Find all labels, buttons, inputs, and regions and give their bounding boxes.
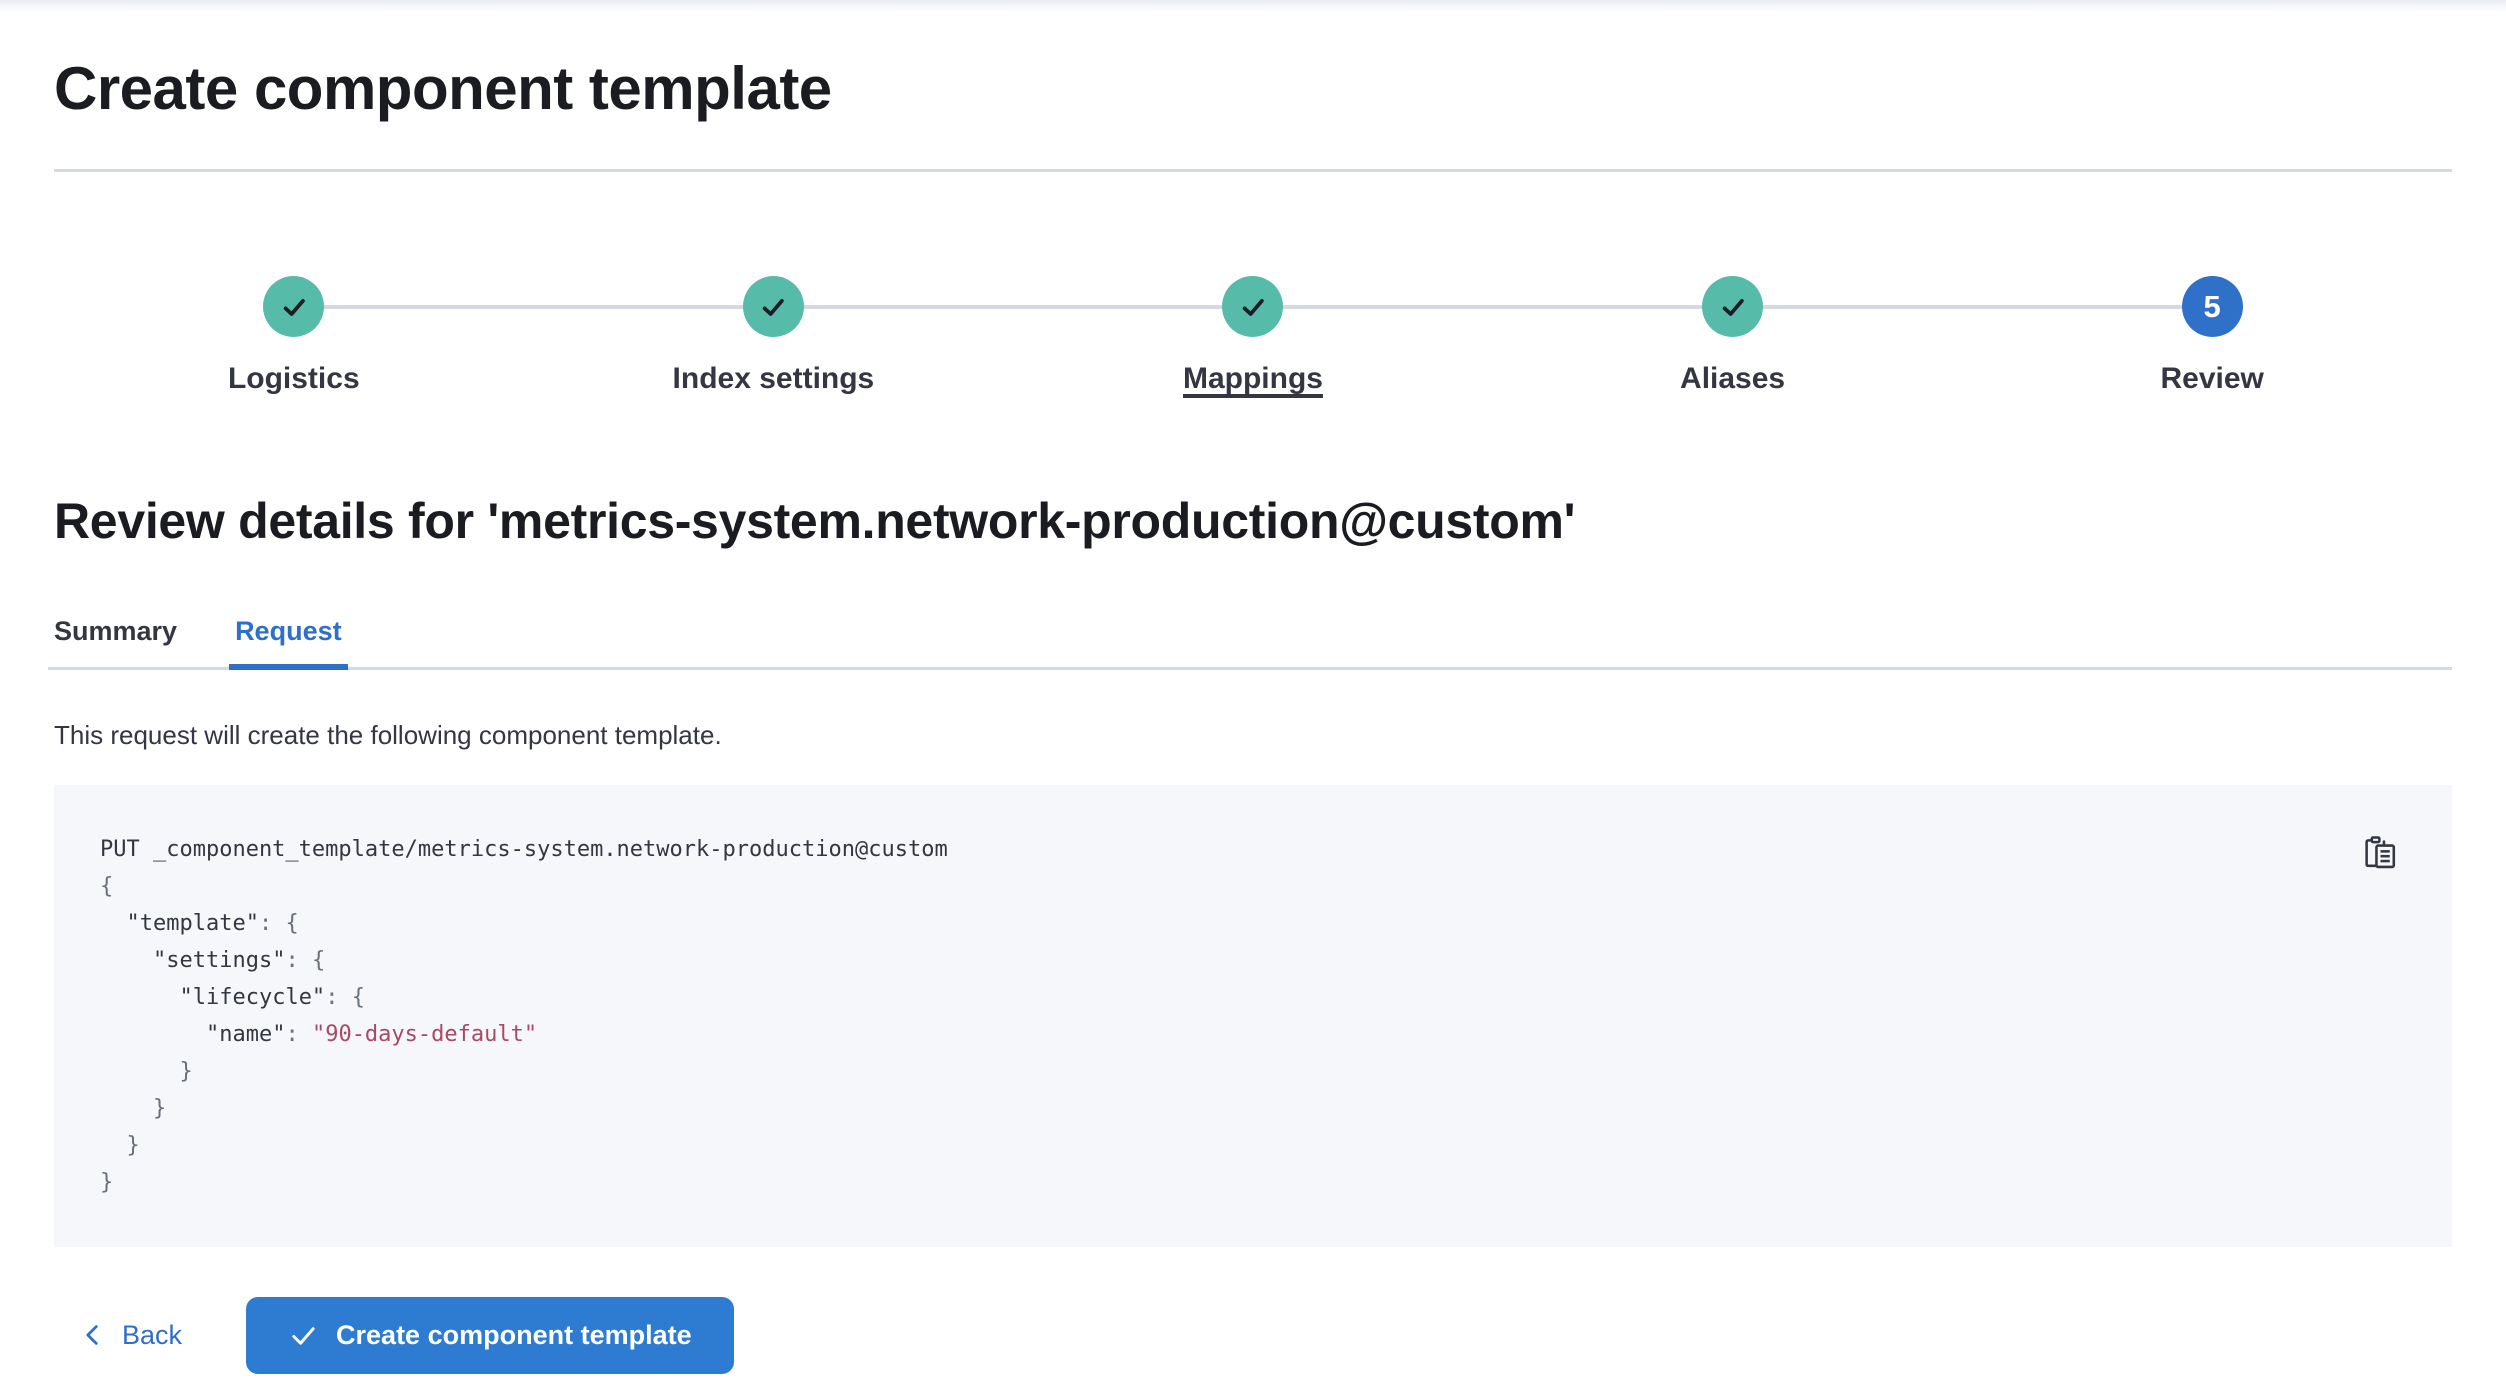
request-code: PUT _component_template/metrics-system.n… (100, 831, 2332, 1201)
review-tabs: Summary Request (48, 615, 2452, 670)
back-label: Back (122, 1319, 183, 1350)
tab-request[interactable]: Request (229, 615, 348, 670)
back-button[interactable]: Back (78, 1320, 182, 1351)
copy-to-clipboard-button[interactable] (2360, 833, 2400, 873)
create-component-template-button[interactable]: Create component template (246, 1296, 734, 1374)
step-logistics[interactable]: Logistics (54, 276, 534, 397)
page-title: Create component template (54, 55, 832, 122)
footer-actions: Back Create component template (54, 1296, 2452, 1374)
check-icon (292, 1327, 315, 1345)
step-label: Logistics (227, 362, 360, 395)
code-line: "lifecycle": { (179, 984, 365, 1010)
code-line: "template": { (126, 910, 299, 936)
step-aliases[interactable]: Aliases (1492, 276, 1973, 397)
code-line: { (100, 873, 114, 899)
title-divider (54, 169, 2452, 172)
step-number: 5 (2181, 276, 2243, 337)
tab-summary[interactable]: Summary (48, 615, 183, 670)
step-index-settings[interactable]: Index settings (533, 276, 1014, 397)
code-line: PUT _component_template/metrics-system.n… (100, 836, 948, 862)
create-component-template-page: Create component template Logistics Index… (0, 54, 2506, 1374)
step-label: Review (2160, 362, 2264, 395)
step-label: Aliases (1680, 362, 1786, 395)
request-code-block: PUT _component_template/metrics-system.n… (54, 784, 2452, 1247)
code-line: } (152, 1095, 167, 1121)
step-complete-check-icon (263, 276, 325, 337)
code-line: "name": "90-days-default" (205, 1021, 538, 1047)
step-complete-check-icon (1222, 276, 1284, 337)
chevron-left-icon (86, 1325, 98, 1346)
review-heading: Review details for 'metrics-system.netwo… (54, 493, 1576, 549)
code-line: } (179, 1058, 193, 1084)
step-complete-check-icon (1702, 276, 1764, 337)
code-line: "settings": { (152, 947, 326, 973)
step-label: Mappings (1182, 362, 1323, 395)
step-complete-check-icon (742, 276, 804, 337)
create-button-label: Create component template (336, 1319, 692, 1350)
code-line: } (100, 1169, 114, 1195)
code-line: } (126, 1132, 140, 1158)
header-shadow (0, 0, 2506, 14)
request-description: This request will create the following c… (54, 719, 722, 750)
copy-clipboard-icon (2364, 836, 2395, 869)
step-mappings[interactable]: Mappings (1013, 276, 1493, 397)
step-label: Index settings (672, 362, 875, 395)
